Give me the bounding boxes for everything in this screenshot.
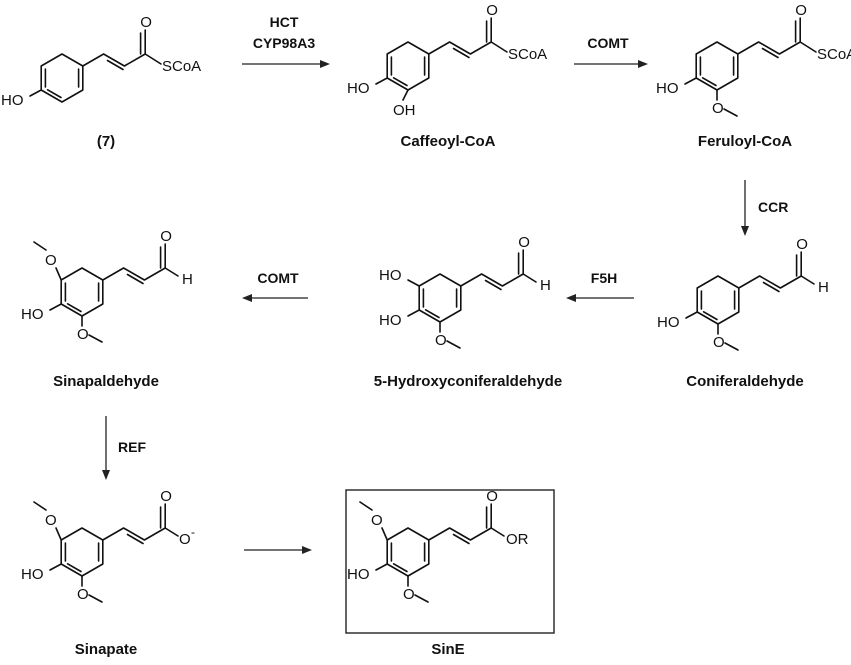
carbonyl-o-label: O <box>486 488 498 505</box>
ester-or-label: OR <box>506 531 529 548</box>
sinapaldehyde-structure: O H HO O O <box>21 228 193 343</box>
aldehyde-h-label: H <box>818 279 829 296</box>
coniferaldehyde-structure: O H HO O <box>657 236 829 351</box>
scoa-label: SCoA <box>162 58 201 75</box>
arrow-to-sine <box>244 546 312 554</box>
hydroxyconiferaldehyde-name: 5-Hydroxyconiferaldehyde <box>374 373 562 390</box>
carbonyl-o-label: O <box>160 488 172 505</box>
enzyme-ccr-label: CCR <box>758 199 788 215</box>
enzyme-comt-label-1: COMT <box>587 35 629 51</box>
feruloyl-coa-structure: O SCoA HO O <box>656 2 851 117</box>
arrow-f5h <box>566 294 634 302</box>
carbonyl-o-label: O <box>140 14 152 31</box>
hydroxyl-label: HO <box>1 92 24 109</box>
enzyme-hct-label: HCT <box>270 14 299 30</box>
feruloyl-coa-name: Feruloyl-CoA <box>698 133 792 150</box>
methoxy-o-label-1: O <box>371 512 383 529</box>
hydroxyconiferaldehyde-structure: O H HO HO O <box>379 234 551 349</box>
methoxy-o-label-1: O <box>45 512 57 529</box>
sinapate-name: Sinapate <box>75 641 138 658</box>
carbonyl-o-label: O <box>160 228 172 245</box>
hydroxyl-label: HO <box>347 80 370 97</box>
caffeoyl-coa-structure: O SCoA HO OH <box>347 2 547 119</box>
compound-7-name: (7) <box>97 133 115 150</box>
sinapaldehyde-name: Sinapaldehyde <box>53 373 159 390</box>
aldehyde-h-label: H <box>540 277 551 294</box>
hydroxyl-label-1: HO <box>379 267 402 284</box>
arrow-ref <box>102 416 110 480</box>
carbonyl-o-label: O <box>486 2 498 19</box>
enzyme-f5h-label: F5H <box>591 270 617 286</box>
enzyme-comt-label-2: COMT <box>257 270 299 286</box>
negative-charge-label: - <box>191 525 195 539</box>
coniferaldehyde-name: Coniferaldehyde <box>686 373 804 390</box>
enzyme-ref-label: REF <box>118 439 146 455</box>
arrow-comt-2 <box>242 294 308 302</box>
sinapate-structure: O O - HO O O <box>21 488 195 603</box>
aldehyde-h-label: H <box>182 271 193 288</box>
methoxy-o-label-2: O <box>403 586 415 603</box>
caffeoyl-coa-name: Caffeoyl-CoA <box>400 133 495 150</box>
carboxylate-o-label: O <box>179 531 191 548</box>
carbonyl-o-label: O <box>796 236 808 253</box>
methoxy-o-label: O <box>712 100 724 117</box>
sine-name: SinE <box>431 641 464 658</box>
scoa-label: SCoA <box>817 46 851 63</box>
sine-structure: O OR HO O O <box>347 488 529 603</box>
carbonyl-o-label: O <box>518 234 530 251</box>
hydroxyl-label: HO <box>347 566 370 583</box>
compound-7-structure: O SCoA HO <box>1 14 201 109</box>
hydroxyl-label: HO <box>656 80 679 97</box>
scoa-label: SCoA <box>508 46 547 63</box>
carbonyl-o-label: O <box>795 2 807 19</box>
methoxy-o-label-2: O <box>77 586 89 603</box>
hydroxyl-label: HO <box>21 566 44 583</box>
hydroxyl-label-2: OH <box>393 102 416 119</box>
arrow-ccr <box>741 180 749 236</box>
methoxy-o-label: O <box>435 332 447 349</box>
arrow-comt-1 <box>574 60 648 68</box>
enzyme-cyp98a3-label: CYP98A3 <box>253 35 315 51</box>
hydroxyl-label-2: HO <box>379 312 402 329</box>
methoxy-o-label-2: O <box>77 326 89 343</box>
hydroxyl-label: HO <box>21 306 44 323</box>
methoxy-o-label-1: O <box>45 252 57 269</box>
sine-highlight-box <box>345 489 555 634</box>
hydroxyl-label: HO <box>657 314 680 331</box>
arrow-hct <box>242 60 330 68</box>
methoxy-o-label: O <box>713 334 725 351</box>
